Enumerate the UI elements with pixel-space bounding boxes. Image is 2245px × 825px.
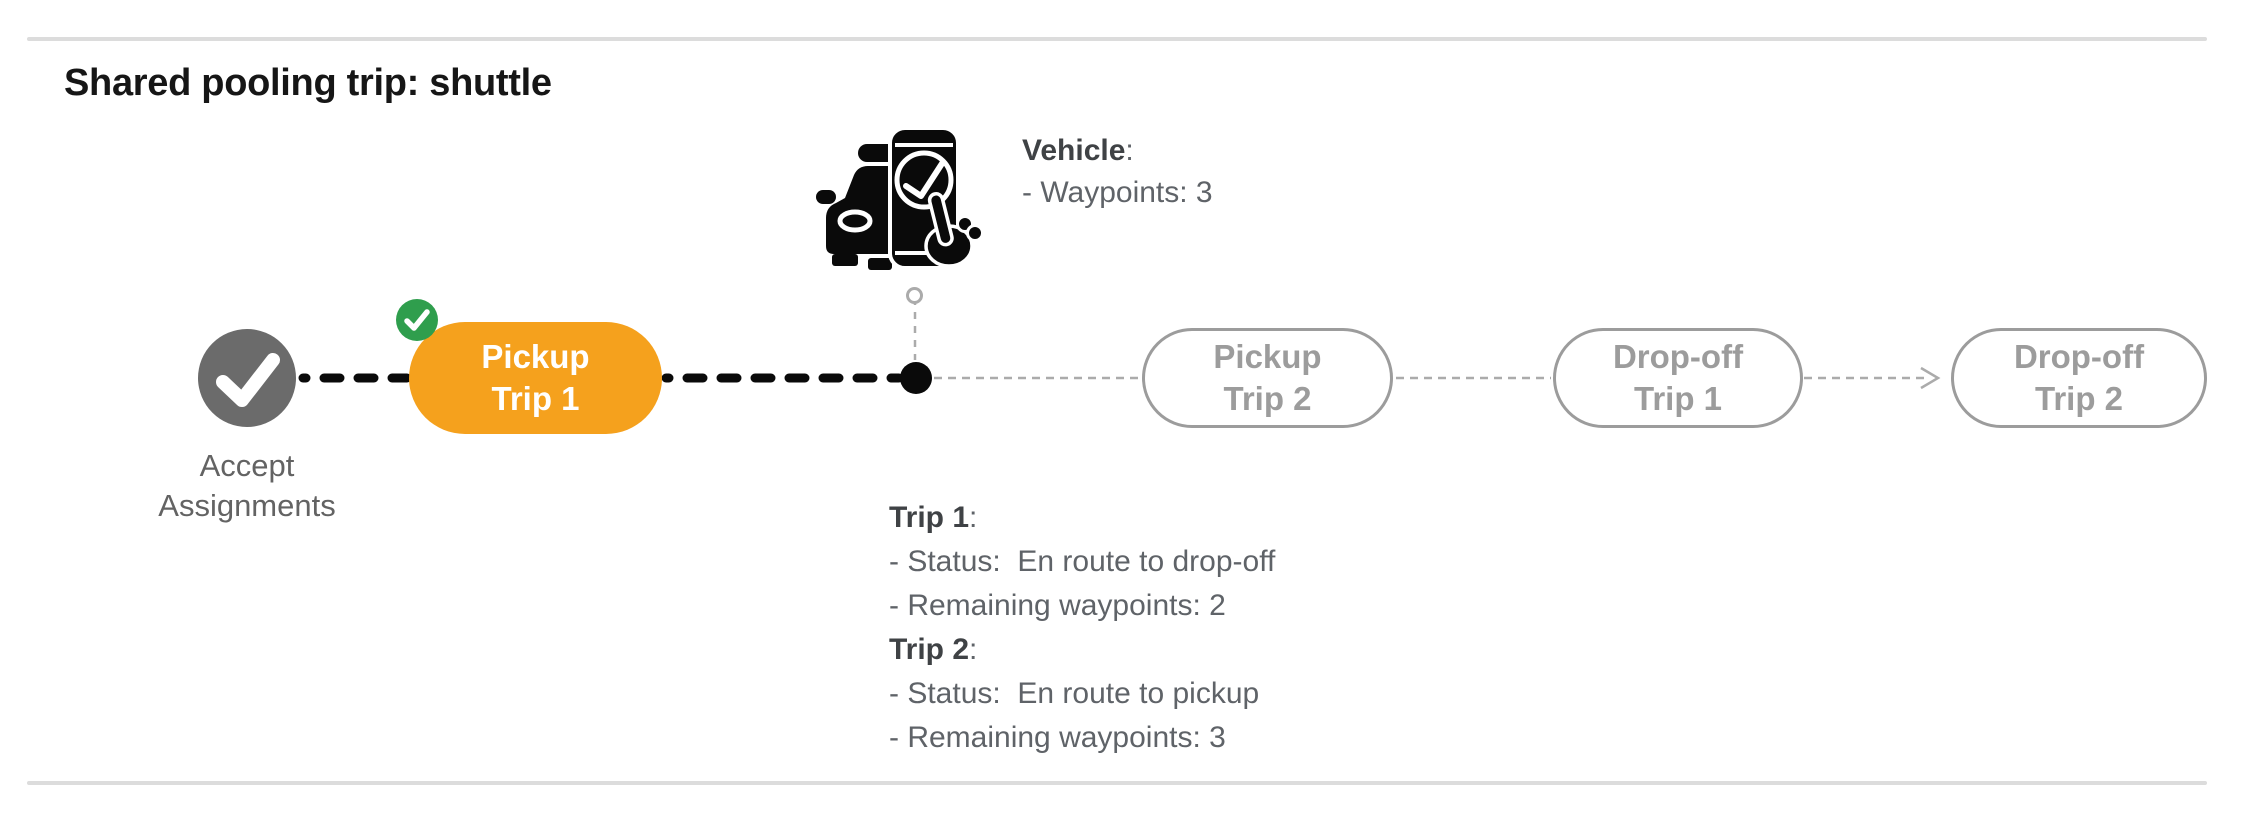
car-headlight-shape: [837, 209, 873, 233]
vehicle-waypoints-line: - Waypoints: 3: [1022, 176, 1213, 209]
accept-label-line1: Accept: [199, 448, 295, 483]
node-label-line2: Trip 2: [1223, 380, 1312, 417]
node-dropoff-trip2: Drop-off Trip 2: [1951, 328, 2207, 428]
current-position-dot: [900, 362, 932, 394]
check-circle-shape: [894, 150, 954, 210]
node-label-line1: Drop-off: [2013, 338, 2145, 375]
trip1-info-heading: Trip 1:: [889, 501, 978, 534]
car-wheel-shape: [868, 258, 892, 270]
trip2-status-line: - Status: En route to pickup: [889, 677, 1260, 710]
car-mirror-shape: [816, 190, 836, 204]
node-label-line1: Drop-off: [1612, 338, 1744, 375]
trip1-waypoints-line: - Remaining waypoints: 2: [889, 589, 1226, 622]
vehicle-info-block: Vehicle: - Waypoints: 3: [1022, 130, 1213, 214]
trip1-status-line: - Status: En route to drop-off: [889, 545, 1276, 578]
vehicle-phone-check-icon: [816, 126, 984, 270]
top-divider: [27, 37, 2207, 41]
node-label-line2: Trip 1: [1633, 380, 1723, 417]
checkmark-icon: [903, 159, 946, 199]
node-label-line1: Pickup: [481, 338, 590, 375]
node-pickup-trip1: Pickup Trip 1: [409, 322, 662, 434]
node-pickup-trip2: Pickup Trip 2: [1142, 328, 1393, 428]
checkmark-icon: [216, 353, 280, 407]
page-title: Shared pooling trip: shuttle: [64, 62, 552, 104]
trip-info-block: Trip 1: - Status: En route to drop-off -…: [889, 496, 1275, 760]
checkmark-icon: [404, 309, 430, 331]
vehicle-info-heading: Vehicle:: [1022, 134, 1134, 167]
hand-knuckle-shape: [966, 224, 984, 242]
accept-label-line2: Assignments: [158, 488, 336, 523]
completed-badge: [396, 299, 438, 341]
bottom-divider: [27, 781, 2207, 785]
node-dropoff-trip1: Drop-off Trip 1: [1553, 328, 1803, 428]
trip2-info-heading: Trip 2:: [889, 633, 978, 666]
node-accept-assignments: [198, 329, 296, 427]
node-label-line2: Trip 2: [2034, 380, 2124, 417]
vehicle-waypoint-circle: [906, 287, 923, 304]
accept-node-label: Accept Assignments: [97, 446, 397, 526]
arrowhead-icon: [1920, 366, 1941, 390]
hand-finger-shape: [927, 192, 954, 247]
car-wheel-shape: [832, 254, 858, 266]
node-label-line2: Trip 1: [491, 380, 580, 417]
trip2-waypoints-line: - Remaining waypoints: 3: [889, 721, 1226, 754]
node-label-line1: Pickup: [1213, 338, 1322, 375]
